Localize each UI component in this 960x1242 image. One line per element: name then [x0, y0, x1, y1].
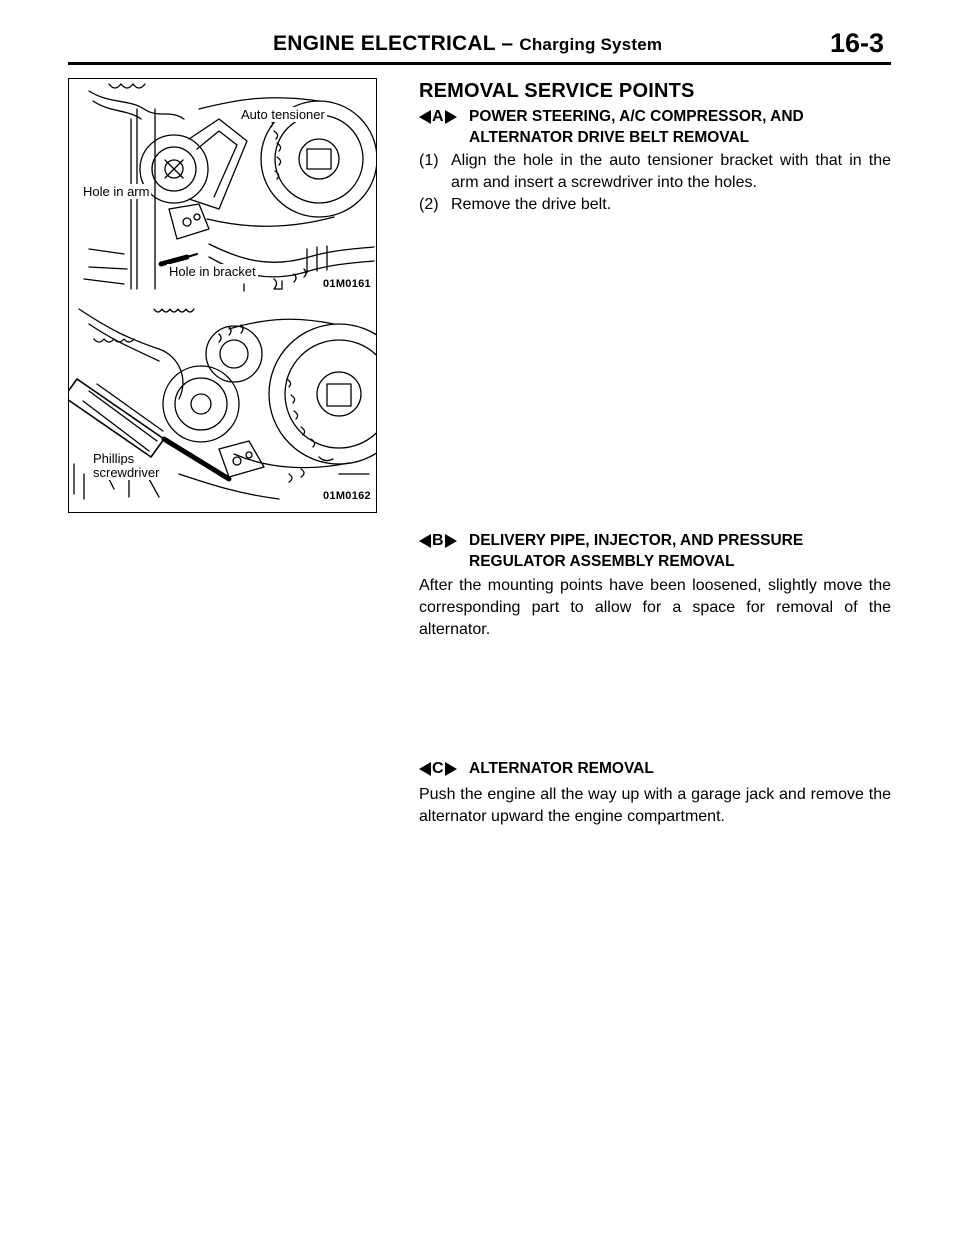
marker-letter: C	[432, 760, 444, 777]
subhead-a: A POWER STEERING, A/C COMPRESSOR, AND AL…	[419, 106, 891, 148]
step-number: (1)	[419, 152, 439, 169]
right-triangle-icon	[444, 533, 457, 548]
step-1: (1) Align the hole in the auto tensioner…	[419, 150, 891, 194]
header-separator: –	[501, 32, 514, 55]
label-phillips: Phillips	[93, 451, 135, 466]
engine-belt-illustration	[69, 83, 376, 500]
header-divider	[68, 62, 891, 65]
paragraph-c: Push the engine all the way up with a ga…	[419, 786, 891, 825]
subhead-title: DELIVERY PIPE, INJECTOR, AND PRESSURE RE…	[469, 532, 804, 570]
bottom-panel-drawing	[69, 308, 376, 500]
left-triangle-icon	[419, 533, 431, 548]
subhead-title: POWER STEERING, A/C COMPRESSOR, AND ALTE…	[469, 108, 804, 146]
page-number: 16-3	[830, 28, 885, 58]
header-section-name: ENGINE ELECTRICAL	[273, 32, 496, 55]
left-triangle-icon	[419, 109, 431, 124]
header-title: ENGINE ELECTRICAL – Charging System	[273, 32, 662, 56]
section-heading: REMOVAL SERVICE POINTS	[419, 80, 695, 102]
right-triangle-icon	[444, 109, 457, 124]
page-header: ENGINE ELECTRICAL – Charging System 16-3	[0, 28, 960, 65]
service-point-marker-a: A	[419, 106, 457, 127]
step-2: (2) Remove the drive belt.	[419, 194, 891, 216]
right-triangle-icon	[444, 761, 457, 776]
subhead-b: B DELIVERY PIPE, INJECTOR, AND PRESSURE …	[419, 530, 891, 572]
label-hole-in-bracket: Hole in bracket	[167, 264, 258, 279]
marker-letter: A	[432, 108, 444, 125]
top-panel-drawing	[83, 83, 376, 292]
figure-code-bottom: 01M0162	[321, 490, 373, 502]
illustration-frame: Auto tensioner Hole in arm Hole in brack…	[68, 78, 377, 513]
subhead-c: C ALTERNATOR REMOVAL	[419, 758, 891, 779]
service-point-marker-b: B	[419, 530, 457, 551]
label-hole-in-arm: Hole in arm	[81, 184, 152, 199]
paragraph-b: After the mounting points have been loos…	[419, 577, 891, 638]
left-triangle-icon	[419, 761, 431, 776]
step-number: (2)	[419, 196, 439, 213]
step-text: Align the hole in the auto tensioner bra…	[451, 152, 891, 191]
subhead-title: ALTERNATOR REMOVAL	[469, 760, 654, 777]
label-screwdriver: screwdriver	[91, 465, 162, 480]
marker-letter: B	[432, 532, 444, 549]
label-auto-tensioner: Auto tensioner	[239, 107, 327, 122]
header-subtitle: Charging System	[519, 35, 663, 54]
figure-code-top: 01M0161	[321, 278, 373, 290]
service-point-marker-c: C	[419, 758, 457, 779]
step-text: Remove the drive belt.	[451, 196, 612, 213]
